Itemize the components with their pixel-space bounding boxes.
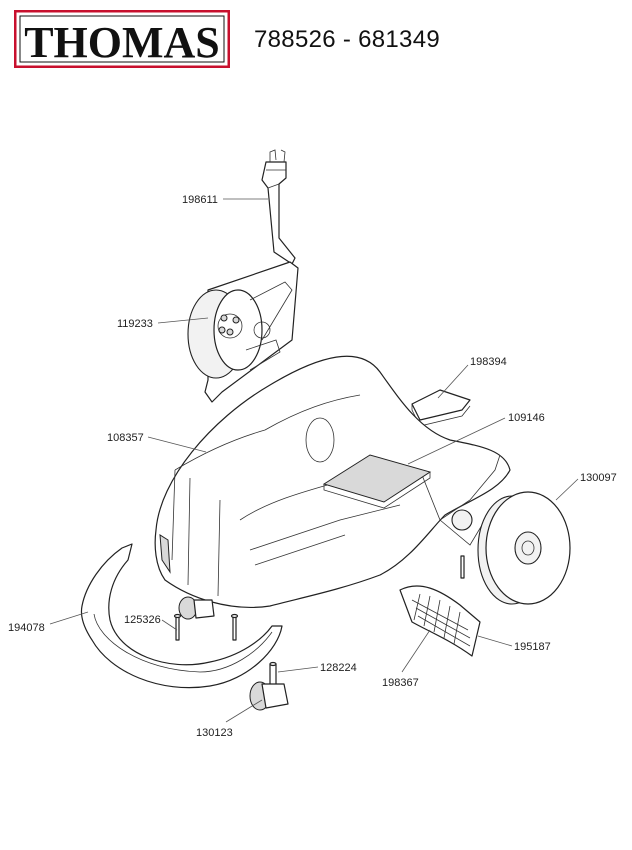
part-label-108357: 108357 [107,432,144,444]
handle-part [261,149,296,265]
part-label-125326: 125326 [124,614,161,626]
part-label-198394: 198394 [470,356,507,368]
leader-119233 [157,317,209,324]
model-numbers: 788526 - 681349 [254,26,440,53]
part-label-130097: 130097 [580,472,617,484]
thomas-logo: THOMAS [14,10,230,68]
part-label-128224: 128224 [320,662,357,674]
screw-part [173,555,465,641]
leader-128224 [277,666,319,673]
part-label-130123: 130123 [196,727,233,739]
grille-part [399,585,481,657]
rear-wheel-part [477,491,571,605]
part-label-198611: 198611 [182,194,218,206]
bumper-part [80,543,283,689]
part-label-198367: 198367 [382,677,419,689]
leader-109146 [407,417,506,465]
leader-198367 [401,629,431,673]
leader-108357 [147,436,207,453]
motor-part [187,261,299,403]
leader-195187 [477,635,513,647]
part-label-109146: 109146 [508,412,545,424]
caster-part [249,681,289,711]
front-caster-part [178,596,215,620]
leader-130123 [225,699,263,723]
part-label-195187: 195187 [514,641,551,653]
leader-125326 [161,619,178,631]
cover-plate-part [322,454,432,509]
leader-130097 [555,478,579,501]
filter-tray-part [411,389,471,427]
part-label-119233: 119233 [117,318,153,330]
leader-198394 [437,364,469,399]
brand-wordmark: THOMAS [24,18,220,67]
leader-194078 [49,611,89,625]
part-label-194078: 194078 [8,622,45,634]
